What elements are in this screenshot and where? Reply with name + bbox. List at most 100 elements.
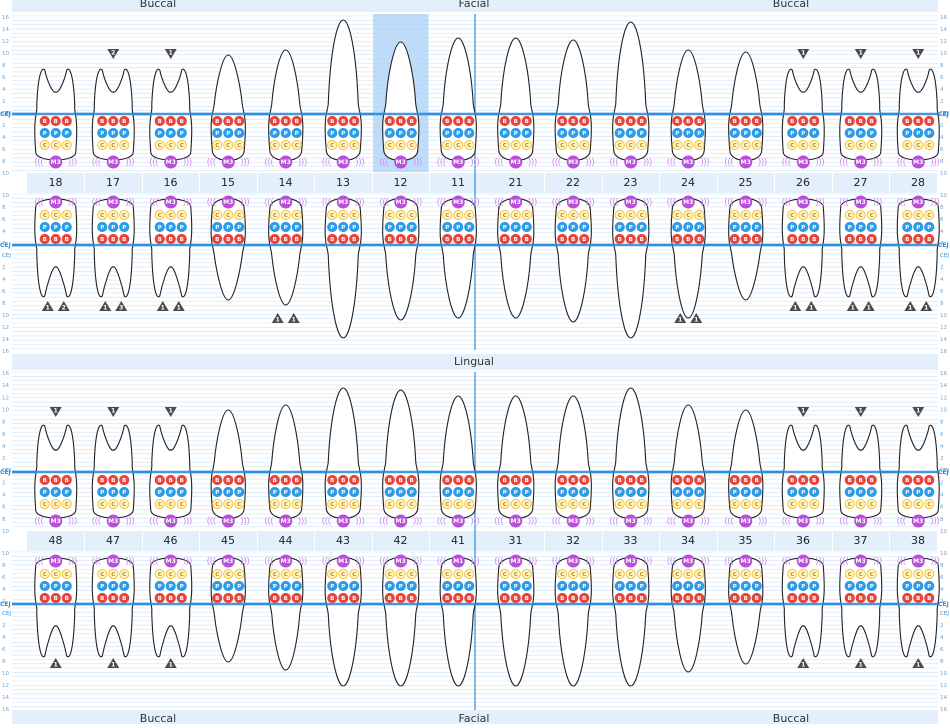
axis-tick-right: 16 <box>940 15 947 21</box>
lower-tooth-46 <box>150 425 192 657</box>
upper-tooth-18 <box>35 69 77 297</box>
site-b-label: B <box>905 237 909 243</box>
site-p-label: P <box>733 584 737 590</box>
site-p-label: P <box>629 131 633 137</box>
site-c-label: C <box>571 143 575 149</box>
site-c-label: C <box>180 213 184 219</box>
site-c-label: C <box>744 502 748 508</box>
lower-tooth-32 <box>555 396 591 686</box>
mobility-label: M3 <box>223 199 233 206</box>
site-c-label: C <box>352 502 356 508</box>
site-c-label: C <box>158 502 162 508</box>
furcation-grade: 1 <box>859 408 863 415</box>
site-b-label: B <box>870 237 874 243</box>
site-b-label: B <box>226 596 230 602</box>
axis-tick-right: 2 <box>940 99 944 105</box>
cej-label-right: CEJ <box>938 242 949 249</box>
site-c-label: C <box>582 502 586 508</box>
mobility-wave <box>302 557 304 565</box>
site-p-label: P <box>215 490 219 496</box>
site-b-label: B <box>582 478 586 484</box>
site-b-label: B <box>158 596 162 602</box>
site-b-label: B <box>848 596 852 602</box>
site-p-label: P <box>169 584 173 590</box>
axis-tick-left: 6 <box>2 75 6 81</box>
site-c-label: C <box>812 213 816 219</box>
site-p-label: P <box>341 490 345 496</box>
site-c-label: C <box>697 572 701 578</box>
mobility-label: M3 <box>108 199 118 206</box>
site-p-label: P <box>525 225 529 231</box>
cej-label-left: CEJ <box>0 469 11 476</box>
mobility-label: M3 <box>626 518 636 525</box>
axis-tick-right: 8 <box>940 517 944 523</box>
site-p-label: P <box>341 584 345 590</box>
mobility-label: M3 <box>913 558 923 565</box>
upper-tooth-21 <box>498 38 534 318</box>
axis-tick-right: 10 <box>940 529 947 535</box>
site-p-label: P <box>503 490 507 496</box>
axis-tick-left: 10 <box>2 51 9 57</box>
axis-tick-right: 14 <box>940 27 947 33</box>
site-b-label: B <box>341 596 345 602</box>
axis-tick-left: 6 <box>2 575 6 581</box>
mobility-wave <box>211 557 213 565</box>
site-p-label: P <box>640 131 644 137</box>
site-c-label: C <box>399 213 403 219</box>
site-p-label: P <box>388 490 392 496</box>
site-c-label: C <box>111 502 115 508</box>
site-p-label: P <box>226 225 230 231</box>
site-b-label: B <box>399 478 403 484</box>
site-c-label: C <box>65 213 69 219</box>
upper-tooth-14 <box>269 50 303 305</box>
site-p-label: P <box>801 225 805 231</box>
mobility-label: M3 <box>223 518 233 525</box>
mobility-label: M3 <box>108 159 118 166</box>
mobility-label: M3 <box>913 518 923 525</box>
mobility-wave <box>650 198 652 206</box>
site-b-label: B <box>848 478 852 484</box>
furcation-grade: 1 <box>177 305 181 312</box>
site-p-label: P <box>686 584 690 590</box>
mobility-label: M3 <box>568 558 578 565</box>
site-b-label: B <box>859 237 863 243</box>
site-b-label: B <box>341 119 345 125</box>
axis-tick-right: 10 <box>940 408 947 414</box>
site-c-label: C <box>812 572 816 578</box>
mobility-wave <box>380 557 382 565</box>
site-c-label: C <box>158 213 162 219</box>
site-c-label: C <box>905 143 909 149</box>
site-c-label: C <box>111 213 115 219</box>
site-b-label: B <box>675 596 679 602</box>
site-b-label: B <box>169 119 173 125</box>
site-c-label: C <box>215 502 219 508</box>
site-b-label: B <box>341 237 345 243</box>
mobility-wave <box>553 557 555 565</box>
site-p-label: P <box>571 584 575 590</box>
site-c-label: C <box>352 143 356 149</box>
site-b-label: B <box>111 237 115 243</box>
site-c-label: C <box>467 143 471 149</box>
site-p-label: P <box>571 490 575 496</box>
site-b-label: B <box>790 237 794 243</box>
site-b-label: B <box>525 237 529 243</box>
axis-tick-left: 10 <box>2 171 9 177</box>
site-b-label: B <box>629 237 633 243</box>
site-c-label: C <box>215 143 219 149</box>
site-c-label: C <box>503 213 507 219</box>
mobility-wave <box>762 198 764 206</box>
mobility-wave <box>610 198 612 206</box>
mobility-label: M3 <box>741 558 751 565</box>
site-b-label: B <box>445 119 449 125</box>
site-c-label: C <box>122 502 126 508</box>
axis-tick-left: 2 <box>2 265 6 271</box>
site-p-label: P <box>100 225 104 231</box>
site-p-label: P <box>629 225 633 231</box>
site-c-label: C <box>226 502 230 508</box>
mobility-wave <box>302 198 304 206</box>
axis-tick-left: 10 <box>2 313 9 319</box>
cej-label-left: CEJ <box>0 601 11 608</box>
site-c-label: C <box>467 572 471 578</box>
site-c-label: C <box>341 572 345 578</box>
site-p-label: P <box>226 490 230 496</box>
